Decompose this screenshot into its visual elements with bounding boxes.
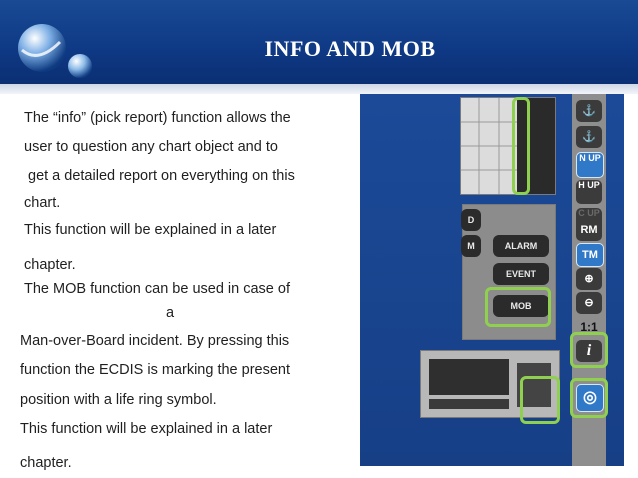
keyboard-photo	[420, 350, 560, 418]
ship-select-icon[interactable]: ⚓	[576, 126, 602, 148]
info-button[interactable]: i	[576, 340, 602, 362]
body-line: a	[166, 305, 175, 321]
body-line: chapter.	[24, 257, 76, 273]
mob-highlight	[485, 287, 551, 327]
tm-button[interactable]: TM	[576, 243, 604, 267]
key-d[interactable]: D	[461, 209, 481, 231]
n-up-button[interactable]: N UP	[576, 152, 604, 178]
key-m[interactable]: M	[461, 235, 481, 257]
life-ring-icon[interactable]: ◎	[576, 384, 604, 412]
body-line: This function will be explained in a lat…	[20, 421, 273, 437]
chart-toolbar: ⚓ ⚓ N UP H UP C UP RM TM ⊕ ⊖ 1:1 i ◎	[572, 94, 606, 466]
keyboard-highlight	[520, 376, 560, 424]
slide-title: INFO AND MOB	[264, 36, 436, 61]
alarm-button[interactable]: ALARM	[493, 235, 549, 257]
body-line: get a detailed report on everything on t…	[28, 168, 295, 184]
mob-icon-highlight	[570, 378, 608, 418]
header-stripe	[0, 84, 638, 94]
body-line: chapter.	[20, 455, 72, 471]
keypad-photo: D M ALARM EVENT MOB	[461, 204, 556, 340]
globe-logo-icon	[18, 24, 92, 78]
info-button-highlight	[570, 332, 608, 368]
body-line: The MOB function can be used in case of	[24, 281, 290, 297]
mob-button[interactable]: MOB	[493, 295, 549, 317]
event-button[interactable]: EVENT	[493, 263, 549, 285]
chart-screen-photo	[460, 97, 556, 195]
slide-header	[0, 0, 638, 84]
one-to-one-button[interactable]: 1:1	[580, 320, 598, 334]
ship-icon[interactable]: ⚓	[576, 100, 602, 122]
body-line: user to question any chart object and to	[24, 139, 278, 155]
body-line: Man-over-Board incident. By pressing thi…	[20, 333, 290, 349]
chart-grid-icon	[461, 98, 517, 194]
info-highlight	[512, 97, 530, 195]
h-up-button[interactable]: H UP	[576, 180, 602, 204]
body-line: function the ECDIS is marking the presen…	[20, 362, 290, 378]
body-line: This function will be explained in a lat…	[24, 222, 277, 238]
body-line: The “info” (pick report) function allows…	[24, 110, 291, 126]
body-line: position with a life ring symbol.	[20, 392, 217, 408]
body-line: chart.	[24, 195, 61, 211]
zoom-out-icon[interactable]: ⊖	[576, 292, 602, 314]
zoom-in-icon[interactable]: ⊕	[576, 268, 602, 290]
chart-sidebar	[517, 98, 555, 194]
rm-button[interactable]: RM	[576, 219, 602, 241]
